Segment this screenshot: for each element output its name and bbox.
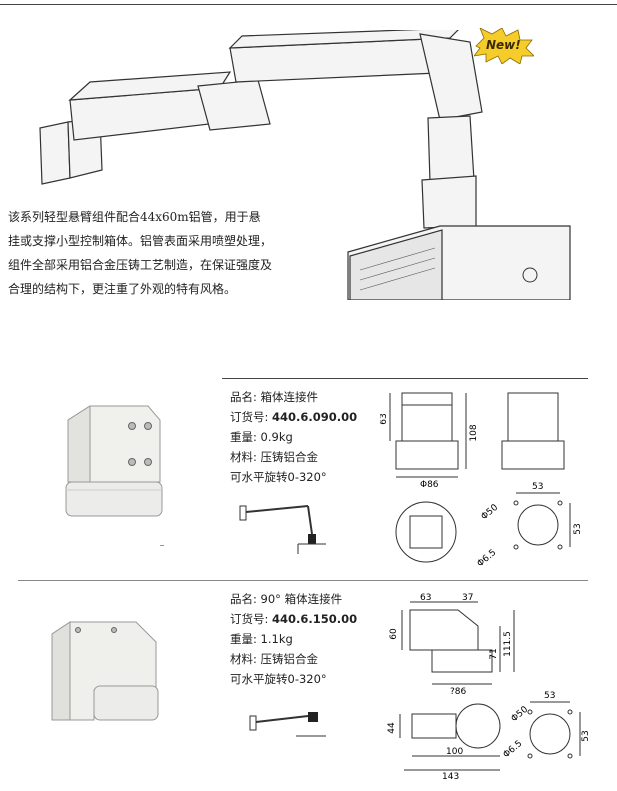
material-label: 材料: bbox=[230, 652, 257, 666]
dim-71: 71 bbox=[489, 648, 499, 659]
dim-phi6-5: Φ6.5 bbox=[502, 739, 525, 760]
product-2-drawing: 63 37 60 71 111.5 ?86 44 100 143 Φ50 53 … bbox=[387, 593, 591, 782]
dim-44: 44 bbox=[387, 722, 397, 734]
new-badge-icon bbox=[474, 28, 534, 64]
dim-53-top: 53 bbox=[532, 482, 543, 492]
material-value: 压铸铝合金 bbox=[260, 450, 319, 464]
product-2-arm-schematic bbox=[249, 712, 326, 737]
intro-line: 组件全部采用铝合金压铸工艺制造，在保证强度及 bbox=[8, 258, 273, 272]
dim-108: 108 bbox=[469, 424, 479, 441]
product-1-drawing: 63 108 Φ86 Φ50 53 53 Φ6.5 bbox=[380, 392, 583, 569]
name-value: 箱体连接件 bbox=[260, 390, 319, 404]
dim-60: 60 bbox=[389, 628, 399, 640]
product-1-photo bbox=[65, 405, 163, 517]
product-1-specs: 品名: 箱体连接件 订货号: 440.6.090.00 重量: 0.9kg 材料… bbox=[230, 387, 357, 487]
order-value: 440.6.150.00 bbox=[272, 612, 358, 626]
name-label: 品名: bbox=[230, 592, 257, 606]
dim-53-side: 53 bbox=[581, 730, 591, 741]
dim-37: 37 bbox=[462, 593, 473, 603]
dim-63: 63 bbox=[420, 593, 431, 603]
dim-phi50: Φ50 bbox=[510, 705, 531, 725]
intro-line: 该系列轻型悬臂组件配合44x60m铝管，用于悬 bbox=[8, 210, 261, 224]
intro-line: 合理的结构下，更注重了外观的特有风格。 bbox=[8, 282, 237, 296]
dim-63: 63 bbox=[380, 413, 389, 424]
dim-phi86: Φ86 bbox=[420, 480, 439, 490]
order-label: 订货号: bbox=[230, 612, 269, 626]
product-2-photo bbox=[51, 621, 159, 721]
product-2-specs: 品名: 90° 箱体连接件 订货号: 440.6.150.00 重量: 1.1k… bbox=[230, 589, 357, 689]
dash-mark bbox=[160, 545, 164, 546]
name-label: 品名: bbox=[230, 390, 257, 404]
rotation-note: 可水平旋转0-320° bbox=[230, 672, 327, 686]
order-value: 440.6.090.00 bbox=[272, 410, 358, 424]
dim-143: 143 bbox=[442, 772, 459, 782]
dim-53-top: 53 bbox=[544, 691, 555, 701]
product-1-arm-schematic bbox=[239, 505, 326, 554]
rotation-note: 可水平旋转0-320° bbox=[230, 470, 327, 484]
material-label: 材料: bbox=[230, 450, 257, 464]
arm-assembly-illustration bbox=[39, 30, 571, 300]
dim-phi6-5: Φ6.5 bbox=[476, 548, 499, 569]
intro-text: 该系列轻型悬臂组件配合44x60m铝管，用于悬 挂或支撑小型控制箱体。铝管表面采… bbox=[8, 205, 308, 301]
weight-label: 重量: bbox=[230, 430, 257, 444]
dim-111-5: 111.5 bbox=[503, 631, 513, 657]
intro-line: 挂或支撑小型控制箱体。铝管表面采用喷塑处理， bbox=[8, 234, 273, 248]
section-rule-2 bbox=[18, 580, 588, 581]
dim-phi86: ?86 bbox=[450, 687, 467, 697]
order-label: 订货号: bbox=[230, 410, 269, 424]
dim-53-side: 53 bbox=[573, 523, 583, 534]
top-rule bbox=[0, 4, 617, 5]
weight-value: 0.9kg bbox=[260, 430, 293, 444]
name-value: 90° 箱体连接件 bbox=[260, 592, 343, 606]
new-badge-label: New! bbox=[486, 38, 521, 52]
section-rule-1 bbox=[222, 378, 588, 379]
material-value: 压铸铝合金 bbox=[260, 652, 319, 666]
weight-value: 1.1kg bbox=[260, 632, 293, 646]
weight-label: 重量: bbox=[230, 632, 257, 646]
dim-100: 100 bbox=[446, 747, 463, 757]
dim-phi50: Φ50 bbox=[480, 503, 501, 523]
